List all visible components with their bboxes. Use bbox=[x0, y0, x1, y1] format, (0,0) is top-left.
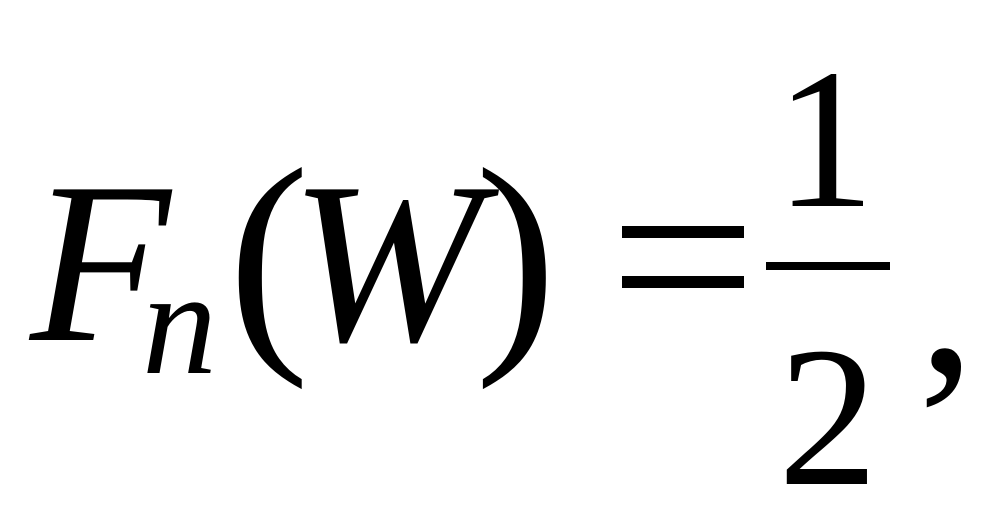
equals-sign-top-bar bbox=[622, 226, 744, 238]
function-argument: W bbox=[290, 135, 482, 390]
close-parenthesis: ) bbox=[475, 119, 557, 390]
fraction-numerator: 1 bbox=[775, 29, 875, 250]
open-parenthesis: ( bbox=[228, 119, 310, 390]
math-formula: F n ( W ) 1 2 , bbox=[30, 29, 976, 518]
fraction-denominator: 2 bbox=[778, 307, 878, 528]
function-letter: F bbox=[30, 135, 171, 390]
trailing-comma: , bbox=[918, 167, 976, 422]
fraction-bar bbox=[766, 262, 890, 270]
equals-sign-bottom-bar bbox=[622, 276, 744, 288]
subscript-index: n bbox=[142, 240, 217, 406]
